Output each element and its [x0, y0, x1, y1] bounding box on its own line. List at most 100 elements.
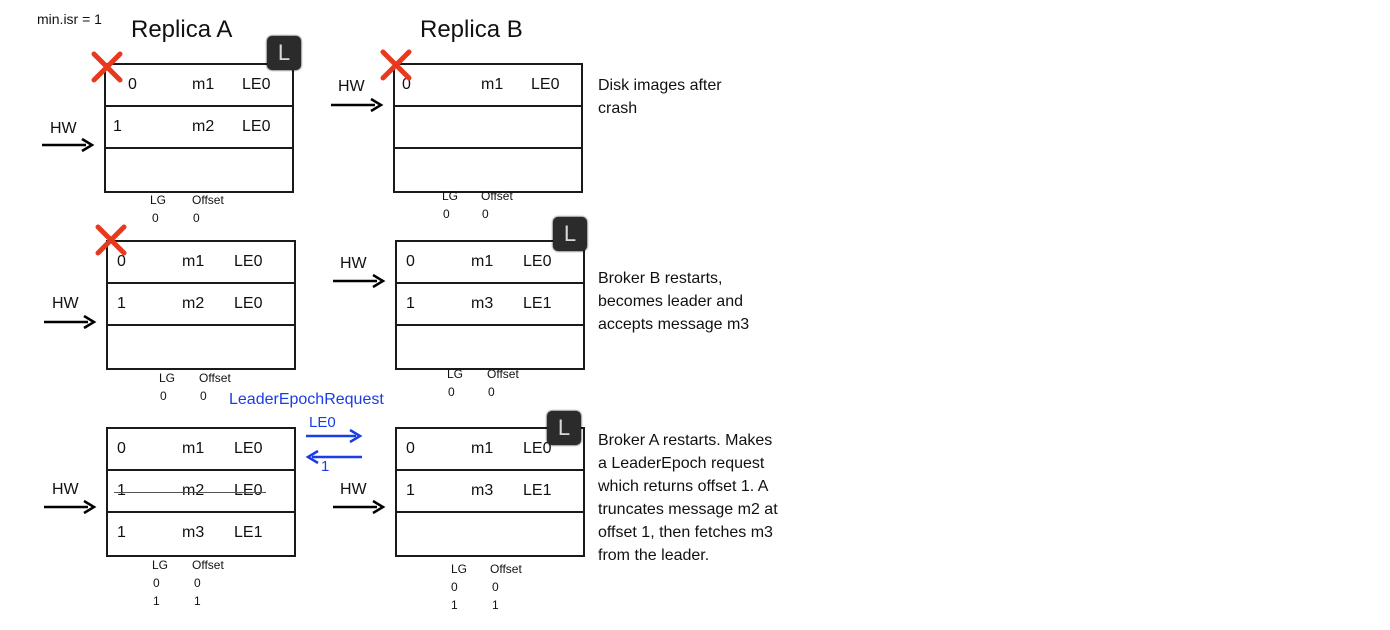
epoch-cell: LE0 — [234, 253, 263, 270]
leader-badge-icon: L — [547, 411, 581, 445]
leader-epoch-request-label: LeaderEpochRequest — [229, 391, 384, 408]
hw-label: HW — [338, 78, 365, 95]
offset-cell: 0 — [117, 440, 126, 457]
log-box-a2: 0 m1 LE0 1 m2 LE0 — [106, 240, 296, 370]
hw-label: HW — [52, 481, 79, 498]
message-cell: m1 — [471, 253, 494, 270]
leader-badge-icon: L — [267, 36, 301, 70]
hw-arrow-icon — [333, 273, 386, 289]
epoch-table-offset: 1 — [194, 594, 201, 608]
offset-header: Offset — [487, 367, 519, 381]
offset-cell: 1 — [117, 482, 126, 499]
message-cell: m1 — [192, 76, 215, 93]
replica-b-title: Replica B — [420, 16, 523, 43]
log-box-a3: 0 m1 LE0 1 m2 LE0 1 m3 LE1 — [106, 427, 296, 557]
hw-label: HW — [50, 120, 77, 137]
response-arrow-icon — [305, 449, 362, 465]
offset-cell: 0 — [117, 253, 126, 270]
step-description: Disk images after crash — [598, 77, 722, 117]
offset-header: Offset — [192, 558, 224, 572]
offset-cell: 0 — [402, 76, 411, 93]
lg-header: LG — [152, 558, 169, 572]
log-row — [106, 149, 292, 189]
epoch-cell: LE0 — [234, 482, 263, 499]
offset-header: Offset — [192, 193, 224, 207]
log-row — [397, 326, 583, 366]
epoch-cell: LE0 — [234, 295, 263, 312]
message-cell: m1 — [471, 440, 494, 457]
log-row: 1 m3 LE1 — [397, 284, 583, 326]
hw-label: HW — [340, 481, 367, 498]
epoch-table-lg: 0 — [443, 207, 450, 221]
hw-label: HW — [52, 295, 79, 312]
offset-cell: 1 — [406, 295, 415, 312]
request-arrow-icon — [306, 428, 363, 444]
lg-header: LG — [442, 189, 459, 203]
log-row: 0 m1 LE0 — [397, 242, 583, 284]
epoch-cell: LE0 — [523, 253, 552, 270]
epoch-table-lg: 0 — [153, 576, 160, 590]
epoch-cell: LE0 — [531, 76, 560, 93]
epoch-table-offset: 0 — [194, 576, 201, 590]
message-cell: m1 — [182, 253, 205, 270]
epoch-cell: LE0 — [523, 440, 552, 457]
crash-x-icon — [91, 51, 123, 83]
log-row: 1 m3 LE1 — [397, 471, 583, 513]
epoch-table-offset: 0 — [492, 580, 499, 594]
message-cell: m2 — [182, 482, 205, 499]
request-epoch-label: LE0 — [309, 414, 336, 431]
epoch-cell: LE1 — [523, 482, 552, 499]
offset-header: Offset — [199, 371, 231, 385]
hw-arrow-icon — [333, 499, 386, 515]
hw-label: HW — [340, 255, 367, 272]
log-box-a1: 0 m1 LE0 1 m2 LE0 — [104, 63, 294, 193]
log-box-b2: 0 m1 LE0 1 m3 LE1 — [395, 240, 585, 370]
message-cell: m3 — [182, 524, 205, 541]
strikethrough-line — [114, 492, 266, 493]
lg-header: LG — [451, 562, 468, 576]
log-row: 1 m2 LE0 — [106, 107, 292, 149]
log-row — [395, 149, 581, 189]
log-row: 1 m2 LE0 — [108, 284, 294, 326]
response-offset-label: 1 — [321, 458, 330, 475]
epoch-table-offset: 0 — [482, 207, 489, 221]
offset-header: Offset — [490, 562, 522, 576]
leader-badge-icon: L — [553, 217, 587, 251]
message-cell: m3 — [471, 295, 494, 312]
epoch-table-lg: 0 — [448, 385, 455, 399]
log-row — [395, 107, 581, 149]
crash-x-icon — [95, 224, 127, 256]
offset-cell: 0 — [406, 253, 415, 270]
step-description: Broker A restarts. Makes a LeaderEpoch r… — [598, 432, 778, 564]
message-cell: m2 — [192, 118, 215, 135]
epoch-table-lg: 1 — [153, 594, 160, 608]
hw-arrow-icon — [331, 97, 384, 113]
lg-header: LG — [159, 371, 176, 385]
log-row: 0 m1 LE0 — [397, 429, 583, 471]
log-box-b3: 0 m1 LE0 1 m3 LE1 — [395, 427, 585, 557]
epoch-cell: LE1 — [234, 524, 263, 541]
crash-x-icon — [380, 49, 412, 81]
epoch-table-lg: 0 — [160, 389, 167, 403]
offset-header: Offset — [481, 189, 513, 203]
log-row: 0 m1 LE0 — [108, 429, 294, 471]
offset-cell: 0 — [128, 76, 137, 93]
offset-cell: 0 — [406, 440, 415, 457]
epoch-table-offset: 1 — [492, 598, 499, 612]
log-row — [108, 326, 294, 366]
hw-arrow-icon — [42, 137, 95, 153]
epoch-cell: LE0 — [242, 76, 271, 93]
hw-arrow-icon — [44, 499, 97, 515]
epoch-cell: LE1 — [523, 295, 552, 312]
lg-header: LG — [150, 193, 167, 207]
offset-cell: 1 — [117, 524, 126, 541]
message-cell: m1 — [182, 440, 205, 457]
log-row: 0 m1 LE0 — [395, 65, 581, 107]
truncated-log-row: 1 m2 LE0 — [108, 471, 294, 513]
log-row: 0 m1 LE0 — [108, 242, 294, 284]
hw-arrow-icon — [44, 314, 97, 330]
log-box-b1: 0 m1 LE0 — [393, 63, 583, 193]
message-cell: m3 — [471, 482, 494, 499]
step-description: Broker B restarts, becomes leader and ac… — [598, 270, 750, 333]
offset-cell: 1 — [113, 118, 122, 135]
